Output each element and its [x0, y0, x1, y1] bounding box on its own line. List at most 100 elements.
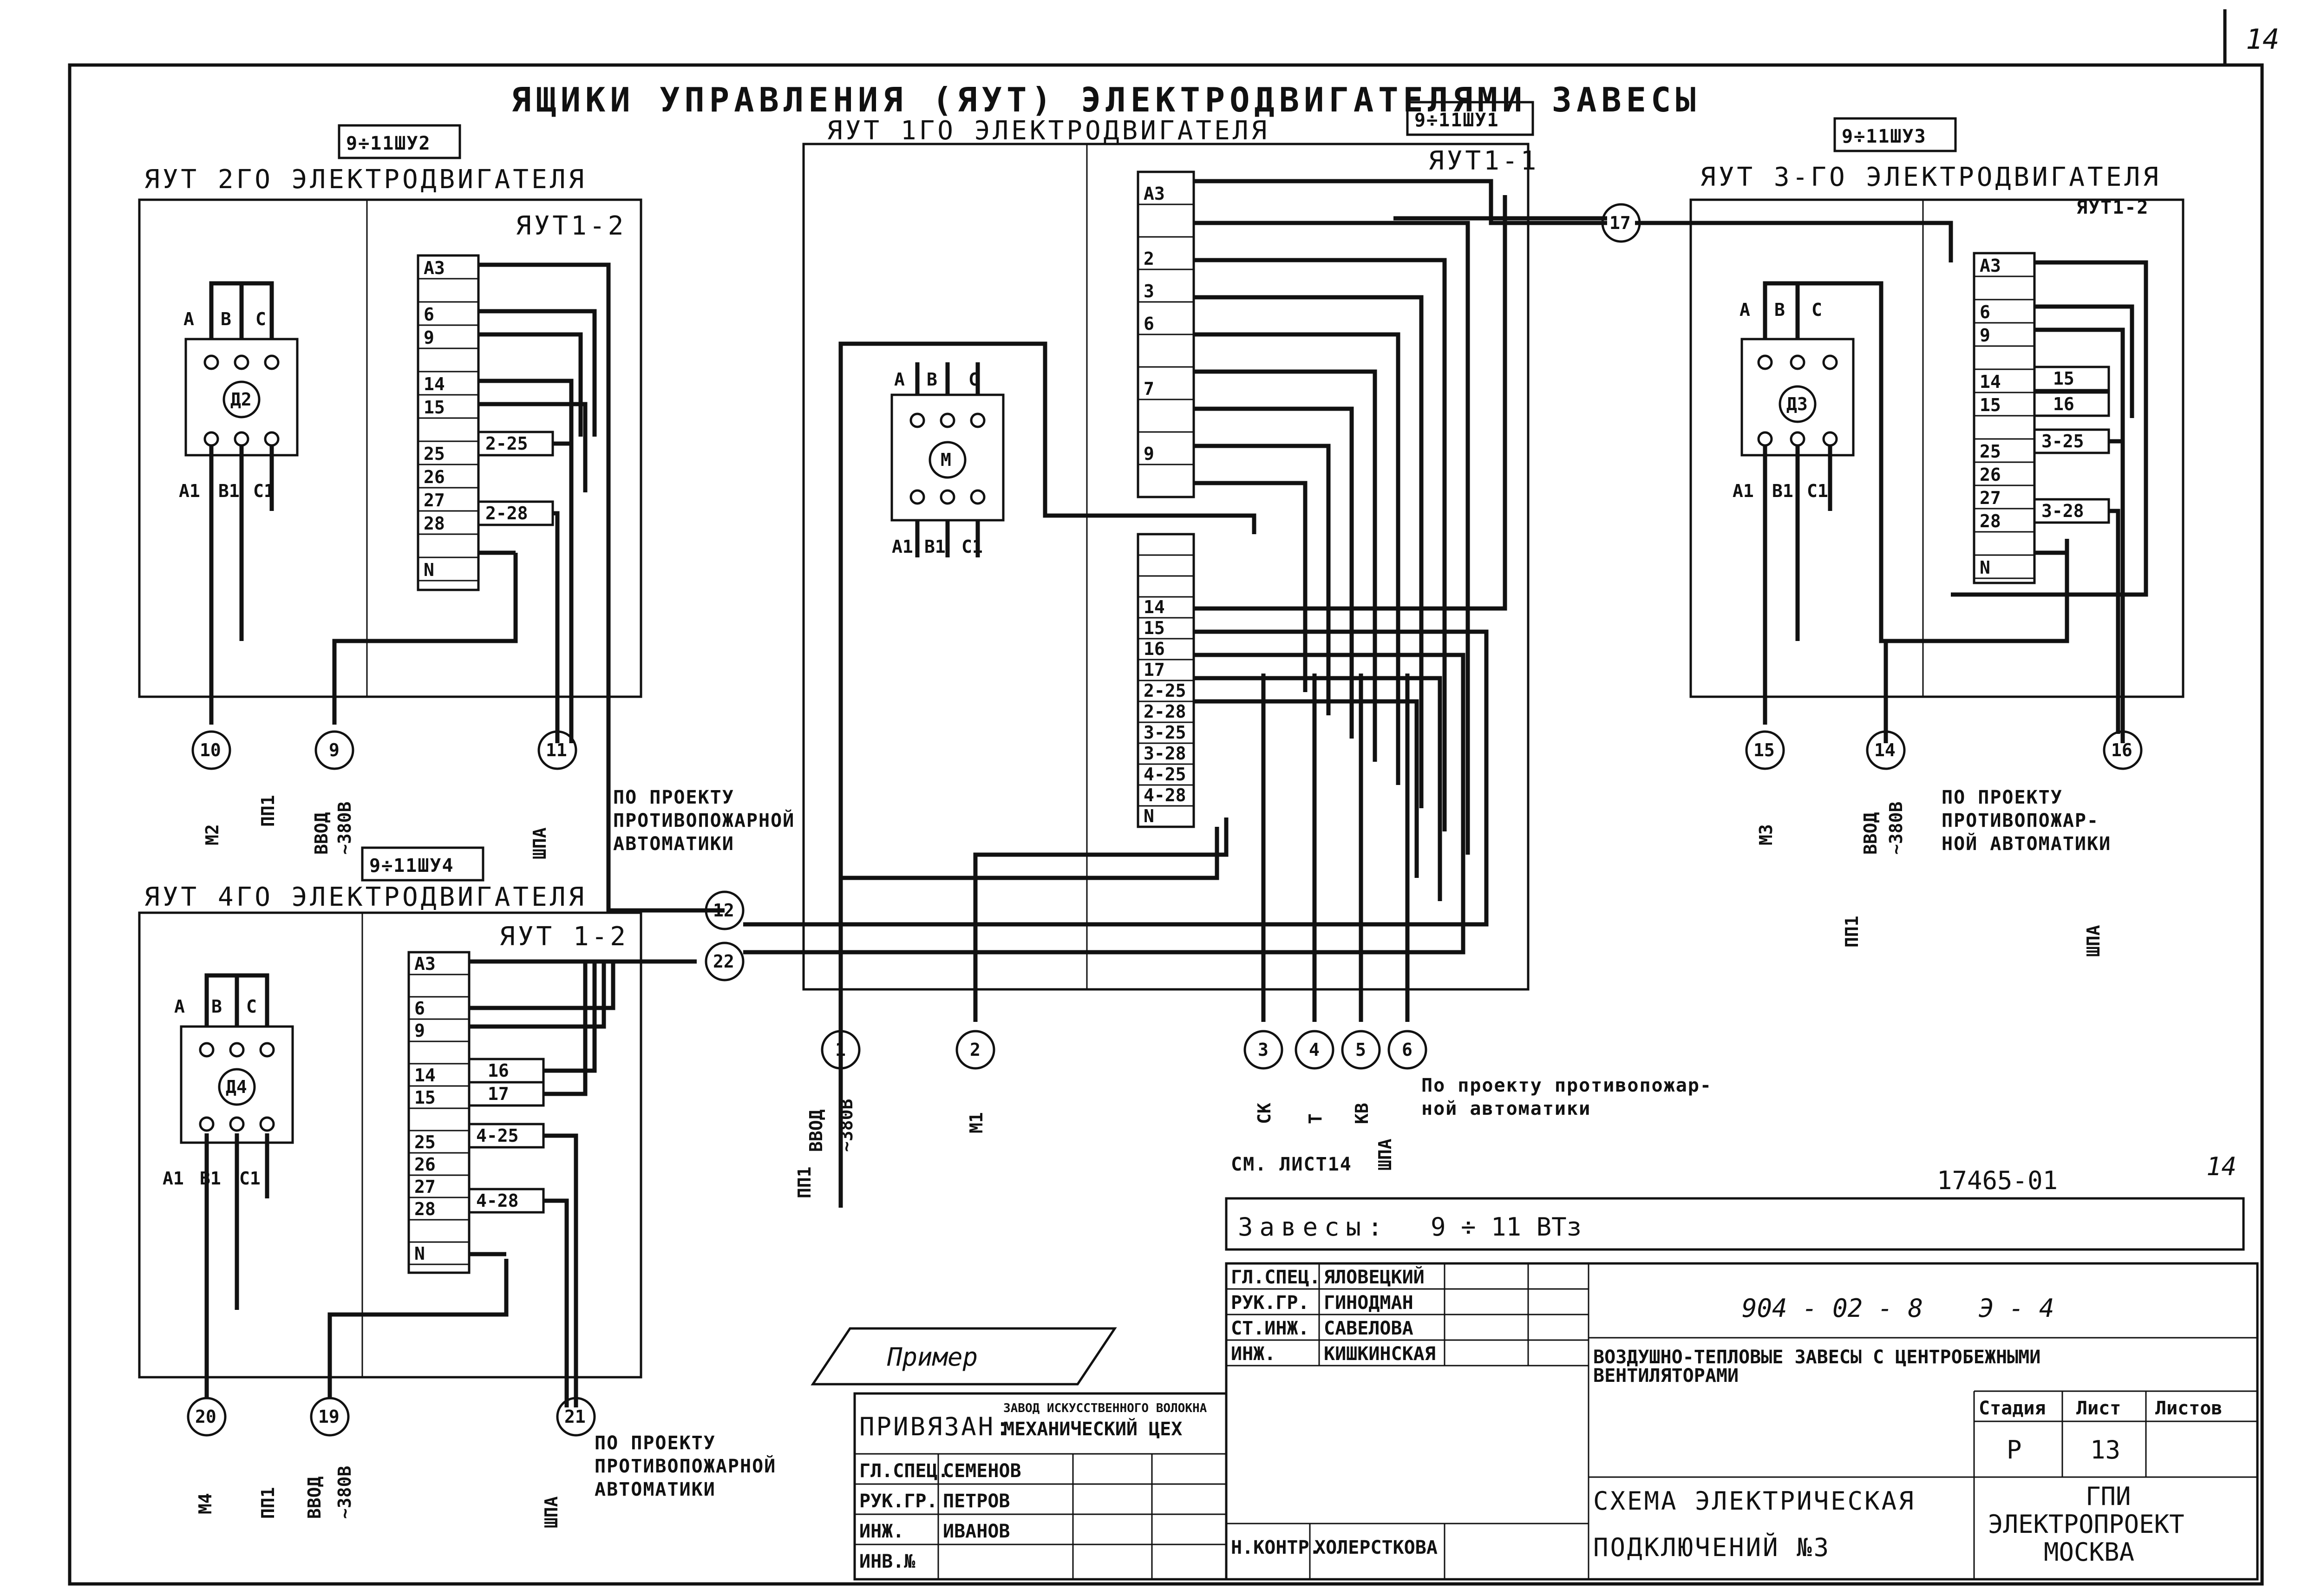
tag-left-top [338, 124, 461, 159]
label-380-c: ~380В [836, 1099, 857, 1152]
center-top-terminal: А3 [1144, 183, 1165, 204]
left-top-terminal: 26 [424, 467, 445, 487]
node-19: 19 [310, 1397, 350, 1437]
stage-value: Р [2007, 1435, 2022, 1465]
sheet-code: Э - 4 [1979, 1294, 2054, 1323]
label-380-lb: ~380В [334, 1466, 355, 1519]
label-vvod-rt: ВВОД [1860, 812, 1881, 855]
svg-text:6: 6 [1402, 1040, 1413, 1060]
panel-left-top: ЯУТ1-2 [516, 211, 626, 241]
label-vvod-lt: ВВОД [311, 812, 332, 855]
privyazan-line2: МЕХАНИЧЕСКИЙ ЦЕХ [1003, 1418, 1182, 1440]
center-bottom-terminal: 2-28 [1144, 701, 1186, 722]
node-12: 12 [705, 890, 745, 930]
svg-text:10: 10 [200, 740, 221, 760]
center-bottom-terminal: 17 [1144, 660, 1165, 680]
name-0: ЯЛОВЕЦКИЙ [1324, 1266, 1425, 1288]
right-top-terminal: 26 [1980, 464, 2001, 485]
left-top-terminal: 15 [424, 397, 445, 418]
privyazan-label: ПРИВЯЗАН: [859, 1412, 1012, 1441]
left-bottom-terminal: N [414, 1243, 425, 1264]
motor-center-label: М [941, 450, 951, 470]
role-1: РУК.ГР. [1231, 1292, 1309, 1314]
bind-role-1: РУК.ГР. [859, 1491, 938, 1512]
svg-text:5: 5 [1355, 1040, 1366, 1060]
out-c1-right-top: С1 [1807, 481, 1828, 501]
svg-text:12: 12 [713, 900, 734, 921]
bind-name-0: СЕМЕНОВ [943, 1460, 1021, 1482]
left-bottom-jumper: 17 [488, 1084, 509, 1104]
sheets-header: Листов [2155, 1398, 2223, 1419]
fire-lb-3: АВТОМАТИКИ [595, 1479, 716, 1500]
node-17: 17 [1601, 203, 1641, 243]
svg-text:15: 15 [1753, 740, 1775, 760]
out-b1-left-top: В1 [218, 481, 240, 501]
center-top-terminal: 2 [1144, 249, 1154, 269]
left-top-terminal: 28 [424, 513, 445, 534]
svg-text:4: 4 [1309, 1040, 1320, 1060]
name-2: САВЕЛОВА [1324, 1318, 1413, 1339]
box-center: 9÷11ШУ1 ЯУТ 1ГО ЭЛЕКТРОДВИГАТЕЛЯ ЯУТ1-1 … [743, 101, 1607, 1208]
label-shpa-rt: ШПА [2083, 925, 2104, 957]
center-bottom-terminal: 15 [1144, 618, 1165, 638]
phase-b-left-bottom: В [211, 996, 222, 1017]
fire-c-1: По проекту противопожар- [1421, 1075, 1712, 1096]
left-top-terminal: 27 [424, 490, 445, 510]
right-top-terminal: 28 [1980, 511, 2001, 531]
center-bottom-terminal: 3-28 [1144, 743, 1186, 764]
phase-c-left-top: С [255, 309, 266, 329]
node-10: 10 [191, 730, 231, 770]
label-kv: КВ [1352, 1103, 1372, 1124]
privyazan-line1: ЗАВОД ИСКУССТВЕННОГО ВОЛОКНА [1003, 1401, 1207, 1415]
box-right-top-title: ЯУТ 3-ГО ЭЛЕКТРОДВИГАТЕЛЯ [1700, 162, 2161, 192]
label-m1: М1 [966, 1112, 987, 1133]
out-a1-left-bottom: А1 [163, 1168, 184, 1189]
external-labels: М2 ПП1 ВВОД ~380В ШПА ПО ПРОЕКТУ ПРОТИВО… [195, 787, 2110, 1528]
left-bottom-jumper: 16 [488, 1060, 509, 1081]
nkontr-role: Н.КОНТР. [1231, 1537, 1321, 1558]
center-bottom-terminal: 3-25 [1144, 722, 1186, 743]
phase-a-center: А [894, 369, 905, 390]
box-left-bottom: 9÷11ШУ4 ЯУТ 4ГО ЭЛЕКТРОДВИГАТЕЛЯ ЯУТ 1-2… [138, 846, 697, 1407]
descr-1: ВОЗДУШНО-ТЕПЛОВЫЕ ЗАВЕСЫ С ЦЕНТРОБЕЖНЫМИ [1593, 1347, 2040, 1368]
label-vvod-c: ВВОД [806, 1109, 826, 1152]
left-bottom-terminal: 15 [414, 1087, 436, 1108]
right-top-terminal: 25 [1980, 441, 2001, 462]
right-top-terminal: 6 [1980, 302, 1990, 322]
zavesy-value: 9 ÷ 11 ВТз [1431, 1212, 1582, 1242]
right-top-terminal: А3 [1980, 255, 2001, 276]
motor-center-icon [929, 441, 967, 479]
example-label: Пример [887, 1342, 978, 1372]
fire-lt-2: ПРОТИВОПОЖАРНОЙ [613, 809, 795, 831]
motor-left-top-label: Д2 [230, 389, 252, 410]
out-b1-left-bottom: В1 [200, 1168, 221, 1189]
left-top-terminal: 6 [424, 304, 434, 325]
right-top-terminal: 15 [1980, 395, 2001, 415]
node-9: 9 [314, 730, 354, 770]
main-title: ЯЩИКИ УПРАВЛЕНИЯ (ЯУТ) ЭЛЕКТРОДВИГАТЕЛЯМ… [511, 80, 1700, 119]
right-top-terminal: 9 [1980, 325, 1990, 346]
bind-role-0: ГЛ.СПЕЦ. [859, 1460, 949, 1482]
node-20: 20 [187, 1397, 227, 1437]
title-block: 17465-01 14 Завесы: 9 ÷ 11 ВТз ГЛ.СПЕЦ. … [853, 1152, 2259, 1581]
label-shpa-lb: ШПА [541, 1496, 562, 1528]
node-22: 22 [705, 942, 745, 981]
motor-left-bottom-label: Д4 [226, 1077, 247, 1097]
phase-a-left-bottom: А [174, 996, 185, 1017]
node-14: 14 [1866, 730, 1906, 770]
label-pp1-rt: ПП1 [1842, 916, 1862, 948]
out-a1-left-top: А1 [179, 481, 200, 501]
phase-b-left-top: В [221, 309, 231, 329]
left-bottom-jumper: 4-28 [476, 1190, 519, 1211]
motor-right-top-icon [1779, 385, 1817, 423]
box-left-top-title: ЯУТ 2ГО ЭЛЕКТРОДВИГАТЕЛЯ [144, 164, 587, 195]
scheme-1: СХЕМА ЭЛЕКТРИЧЕСКАЯ [1593, 1486, 1916, 1516]
bind-name-1: ПЕТРОВ [943, 1491, 1010, 1512]
svg-text:17: 17 [1609, 213, 1631, 233]
label-m4: М4 [195, 1493, 216, 1514]
tag-left-bottom-label: 9÷11ШУ4 [369, 855, 454, 876]
